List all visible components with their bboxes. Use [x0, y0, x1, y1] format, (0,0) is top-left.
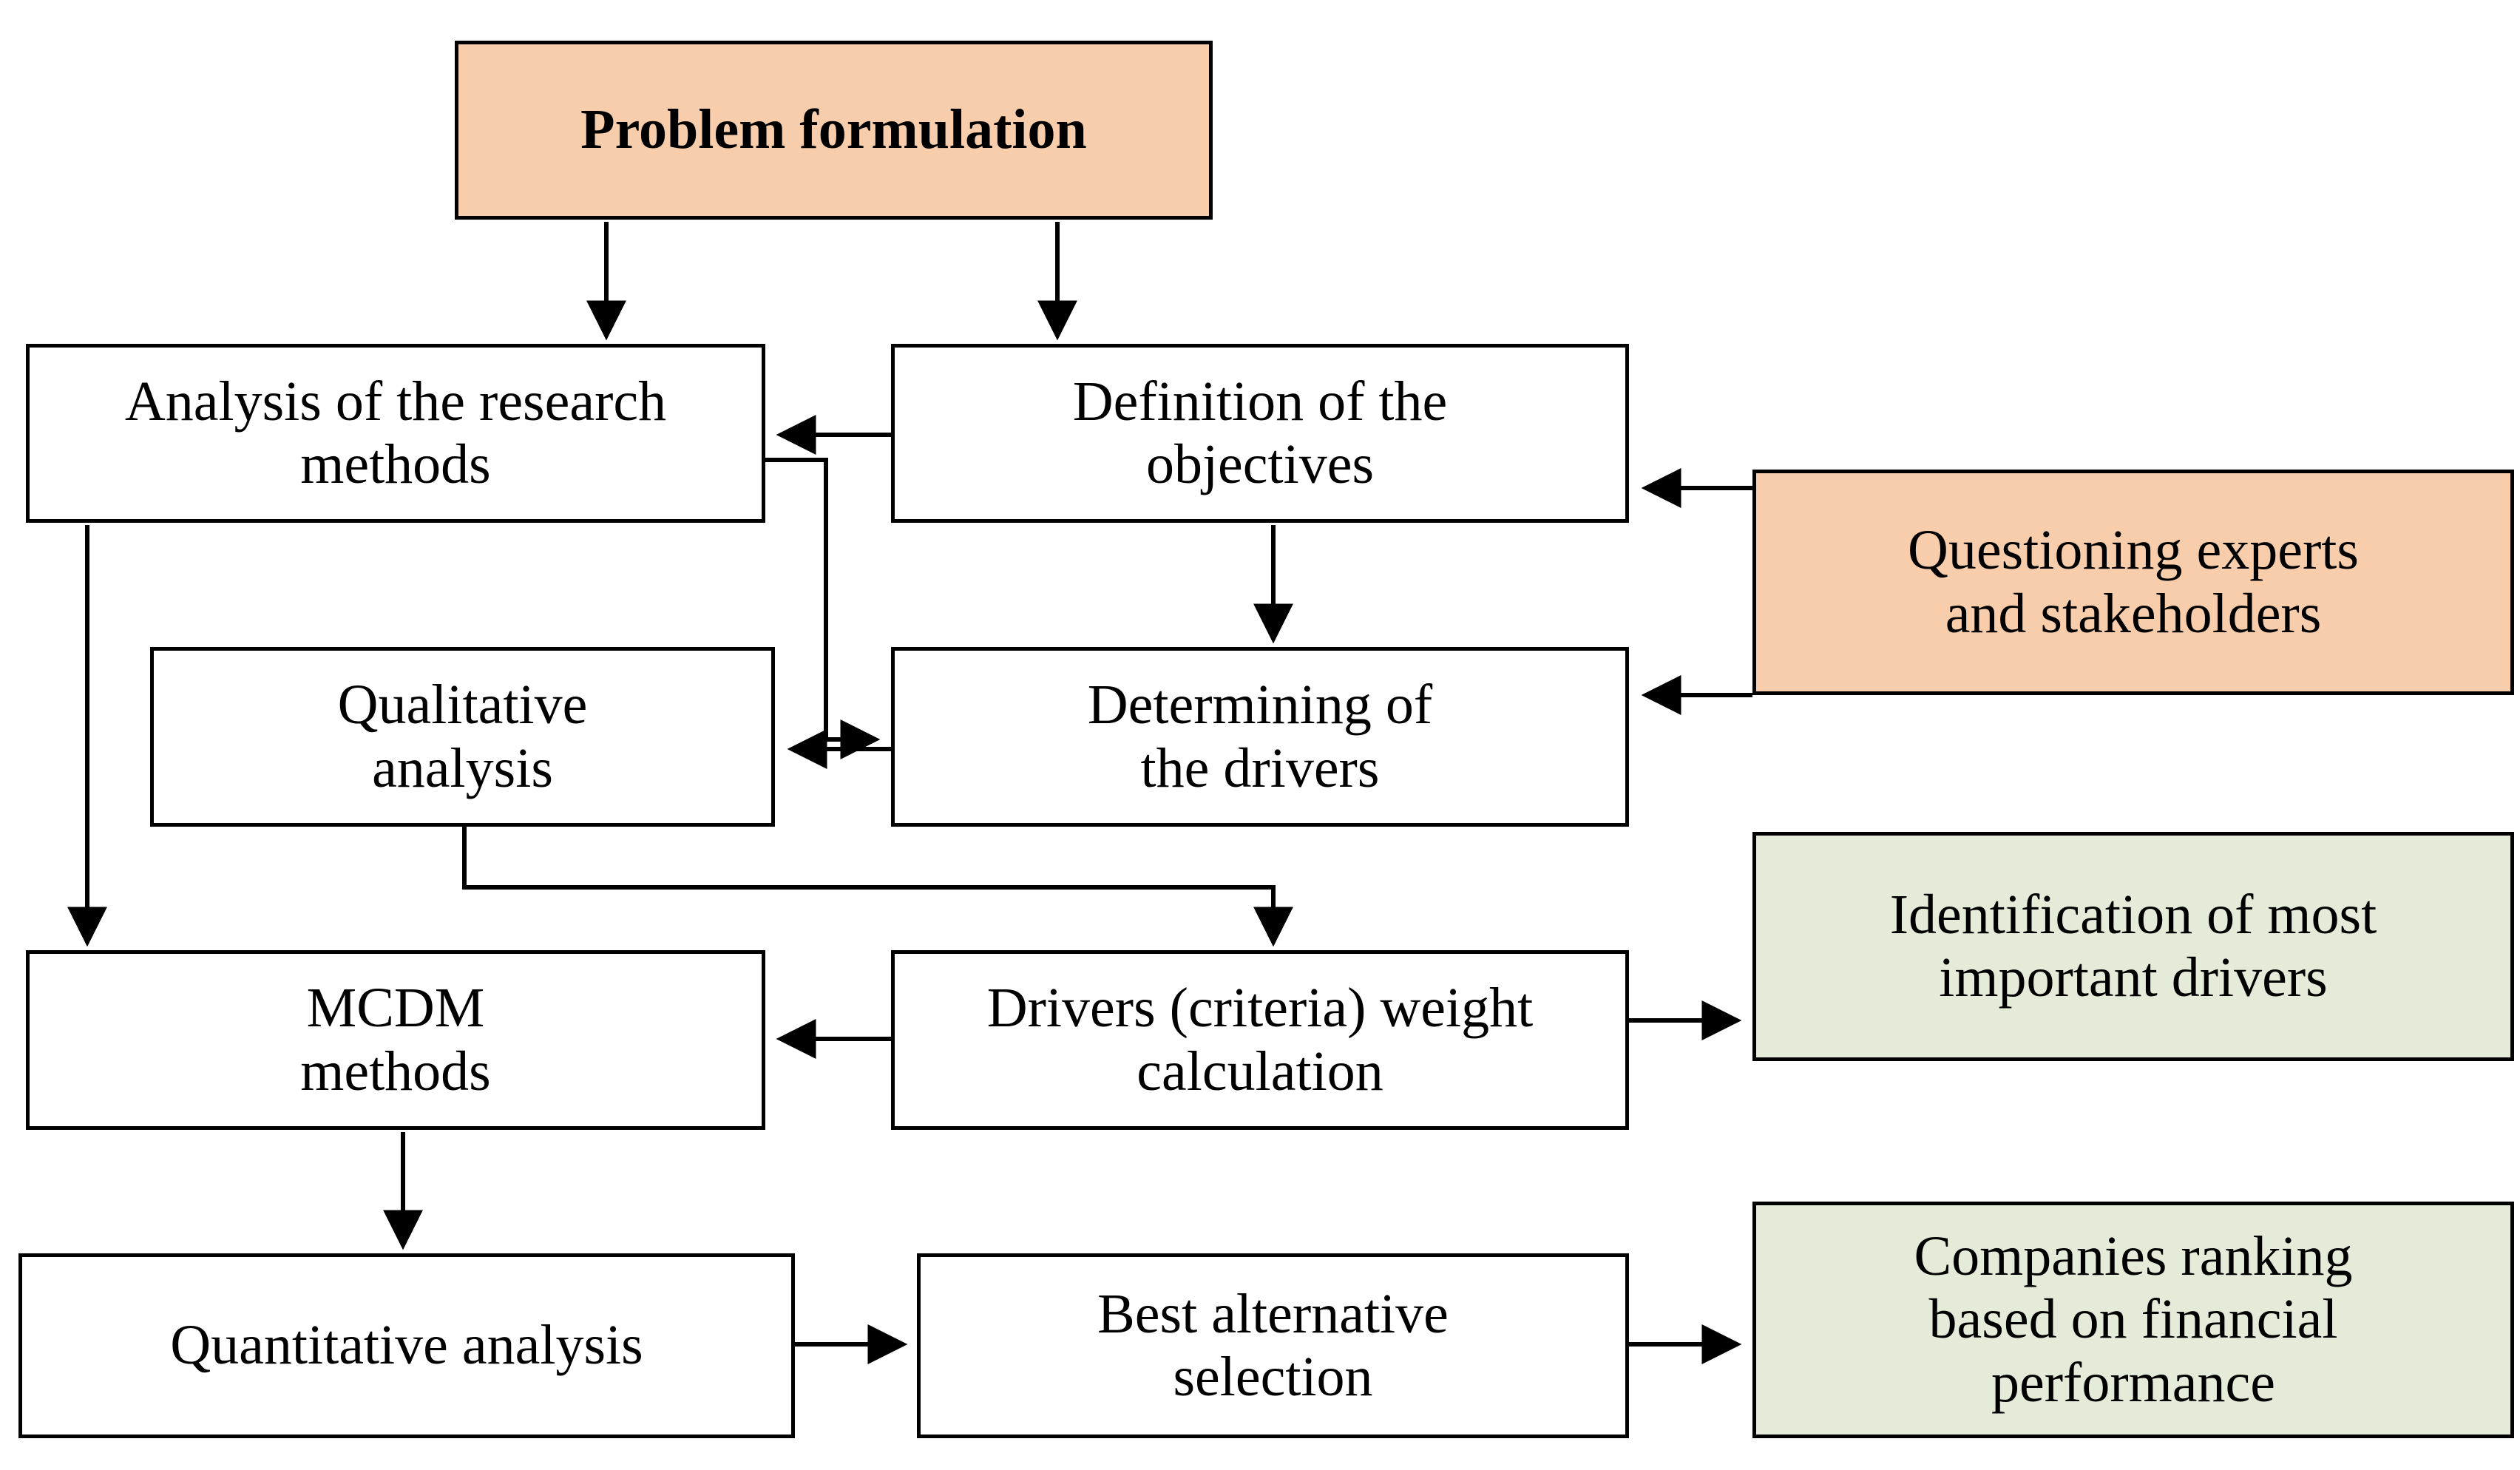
node-questioning-experts-and-stakeholders[interactable]: Questioning experts and stakeholders — [1752, 470, 2514, 695]
node-label: Best alternative selection — [1097, 1282, 1449, 1408]
node-quantitative-analysis[interactable]: Quantitative analysis — [18, 1253, 795, 1438]
node-label: Determining of the drivers — [1087, 674, 1433, 799]
node-identification-of-most-important-drivers[interactable]: Identification of most important drivers — [1752, 832, 2514, 1061]
node-label: Quantitative analysis — [170, 1314, 643, 1377]
node-label: Identification of most important drivers — [1889, 883, 2377, 1009]
node-determining-of-the-drivers[interactable]: Determining of the drivers — [891, 647, 1629, 827]
node-label: MCDM methods — [300, 977, 491, 1102]
edge-analysis-to-determining — [765, 458, 881, 759]
node-label: Analysis of the research methods — [124, 370, 667, 495]
node-analysis-of-research-methods[interactable]: Analysis of the research methods — [26, 344, 765, 523]
node-definition-of-objectives[interactable]: Definition of the objectives — [891, 344, 1629, 523]
node-label: Qualitative analysis — [337, 674, 588, 799]
node-companies-ranking-based-on-financial-performance[interactable]: Companies ranking based on financial per… — [1752, 1202, 2514, 1438]
node-label: Drivers (criteria) weight calculation — [986, 977, 1534, 1102]
node-label: Definition of the objectives — [1072, 370, 1448, 495]
node-mcdm-methods[interactable]: MCDM methods — [26, 950, 765, 1130]
node-label: Questioning experts and stakeholders — [1907, 519, 2359, 645]
node-qualitative-analysis[interactable]: Qualitative analysis — [150, 647, 775, 827]
node-drivers-criteria-weight-calculation[interactable]: Drivers (criteria) weight calculation — [891, 950, 1629, 1130]
node-problem-formulation[interactable]: Problem formulation — [455, 41, 1213, 220]
node-label: Companies ranking based on financial per… — [1914, 1225, 2353, 1414]
edge-qualitative-to-weight — [462, 827, 1293, 947]
node-label: Problem formulation — [580, 98, 1087, 161]
node-best-alternative-selection[interactable]: Best alternative selection — [917, 1253, 1629, 1438]
